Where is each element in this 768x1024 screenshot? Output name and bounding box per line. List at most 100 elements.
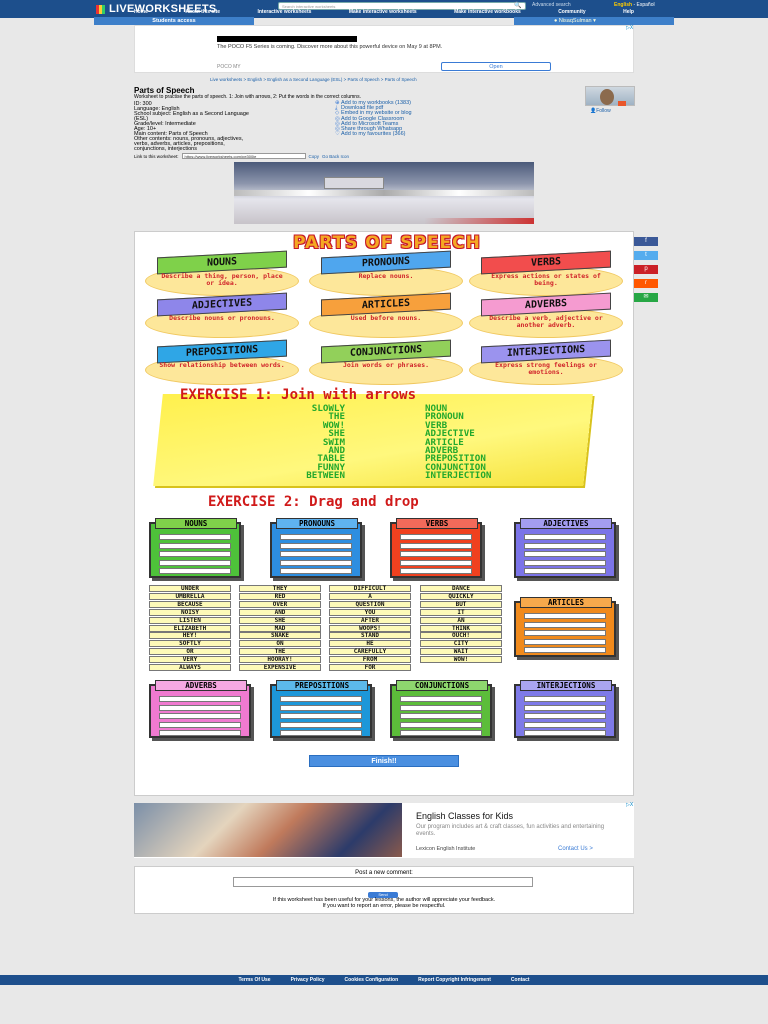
word-tile[interactable]: RED: [239, 592, 321, 600]
drop-slot[interactable]: [400, 704, 482, 711]
drop-slot[interactable]: [280, 559, 352, 566]
drop-slot[interactable]: [400, 730, 482, 736]
word-tile[interactable]: CITY: [420, 640, 502, 648]
match-word[interactable]: AND: [328, 445, 345, 457]
action-plus[interactable]: ⊕Add to my workbooks (1383): [335, 100, 411, 106]
word-tile[interactable]: EXPENSIVE: [239, 664, 321, 671]
breadcrumb[interactable]: Live worksheets > English > English as a…: [210, 77, 417, 82]
finish-button[interactable]: Finish!!: [309, 755, 459, 767]
drop-slot[interactable]: [280, 704, 362, 711]
footer-privacy[interactable]: Privacy Policy: [290, 977, 325, 983]
user-menu[interactable]: ● NisaqSulman ▾: [514, 17, 674, 25]
match-word[interactable]: THE: [328, 411, 345, 423]
nav-about[interactable]: About this site: [185, 9, 221, 15]
lang-english[interactable]: English: [614, 2, 633, 8]
word-tile[interactable]: QUESTION: [329, 600, 411, 608]
match-word[interactable]: ADJECTIVE: [425, 428, 475, 440]
footer-copyright[interactable]: Report Copyright Infringement: [418, 977, 491, 983]
nav-interactive-worksheets[interactable]: Interactive worksheets: [257, 9, 312, 15]
drop-slot[interactable]: [159, 704, 241, 711]
word-tile[interactable]: BECAUSE: [149, 600, 231, 608]
drop-box-articles[interactable]: ARTICLES: [514, 597, 616, 657]
top-advertisement[interactable]: The POCO F5 Series is coming. Discover m…: [134, 25, 634, 73]
drop-slot[interactable]: [159, 551, 231, 557]
drop-box-conjunctions[interactable]: CONJUNCTIONS: [390, 680, 492, 738]
word-tile[interactable]: OR: [149, 648, 231, 656]
follow-button[interactable]: 👤Follow: [590, 108, 611, 114]
word-tile[interactable]: UNDER: [149, 585, 231, 592]
word-tile[interactable]: A: [329, 592, 411, 600]
match-word[interactable]: INTERJECTION: [425, 470, 492, 482]
word-tile[interactable]: LISTEN: [149, 616, 231, 624]
drop-slot[interactable]: [280, 730, 362, 736]
word-tile[interactable]: FOR: [329, 664, 411, 671]
advanced-search-link[interactable]: Advanced search: [532, 2, 571, 8]
drop-slot[interactable]: [400, 721, 482, 728]
word-tile[interactable]: UMBRELLA: [149, 592, 231, 600]
nav-community[interactable]: Community: [558, 9, 586, 15]
word-tile[interactable]: THINK: [420, 624, 502, 632]
lang-spanish[interactable]: Español: [636, 2, 655, 8]
word-tile[interactable]: IT: [420, 608, 502, 616]
word-tile[interactable]: BUT: [420, 600, 502, 608]
drop-slot[interactable]: [524, 551, 606, 557]
drop-box-prepositions[interactable]: PREPOSITIONS: [270, 680, 372, 738]
drop-slot[interactable]: [524, 621, 606, 628]
word-tile[interactable]: ELIZABETH: [149, 624, 231, 632]
ad-contact-button[interactable]: Contact Us >: [558, 846, 593, 852]
drop-slot[interactable]: [280, 568, 352, 574]
pinterest-icon[interactable]: p: [634, 265, 658, 274]
word-tile[interactable]: SOFTLY: [149, 640, 231, 648]
ad-photo[interactable]: [134, 803, 402, 857]
language-switch[interactable]: English - Español: [614, 2, 655, 8]
qr-link[interactable]: Go Back Icon: [322, 153, 350, 159]
drop-slot[interactable]: [159, 542, 231, 549]
author-avatar[interactable]: [585, 86, 635, 106]
word-tile[interactable]: WOW!: [420, 656, 502, 664]
word-tile[interactable]: WAIT: [420, 648, 502, 656]
reddit-icon[interactable]: r: [634, 279, 658, 288]
students-access-button[interactable]: Students access: [94, 17, 254, 25]
drop-slot[interactable]: [524, 613, 606, 619]
drop-slot[interactable]: [159, 559, 231, 566]
drop-slot[interactable]: [280, 551, 352, 557]
word-tile[interactable]: STAND: [329, 632, 411, 640]
search-input[interactable]: Search interactive worksheets: [278, 2, 526, 10]
footer-terms[interactable]: Terms Of Use: [238, 977, 271, 983]
drop-slot[interactable]: [524, 696, 606, 702]
footer-contact[interactable]: Contact: [510, 977, 530, 983]
word-tile[interactable]: ALWAYS: [149, 664, 231, 671]
drop-slot[interactable]: [400, 713, 482, 719]
word-tile[interactable]: AND: [239, 608, 321, 616]
word-tile[interactable]: HOORAY!: [239, 656, 321, 664]
match-word[interactable]: SHE: [328, 428, 345, 440]
nav-make-workbooks[interactable]: Make interactive workbooks: [454, 9, 521, 15]
drop-slot[interactable]: [159, 721, 241, 728]
word-tile[interactable]: AN: [420, 616, 502, 624]
word-tile[interactable]: OVER: [239, 600, 321, 608]
drop-slot[interactable]: [524, 559, 606, 566]
drop-slot[interactable]: [524, 713, 606, 719]
word-tile[interactable]: HE: [329, 640, 411, 648]
match-word[interactable]: WOW!: [322, 419, 345, 431]
word-tile[interactable]: NOISY: [149, 608, 231, 616]
word-tile[interactable]: SHE: [239, 616, 321, 624]
match-word[interactable]: NOUN: [425, 403, 448, 414]
word-tile[interactable]: AFTER: [329, 616, 411, 624]
twitter-icon[interactable]: t: [634, 251, 658, 260]
drop-slot[interactable]: [159, 534, 231, 540]
footer-cookies[interactable]: Cookies Configuration: [344, 977, 399, 983]
match-word[interactable]: CONJUNCTION: [425, 461, 486, 473]
ad-open-button[interactable]: Open: [441, 62, 551, 71]
drop-slot[interactable]: [524, 534, 606, 540]
drop-slot[interactable]: [400, 568, 472, 574]
send-comment-button[interactable]: Send: [368, 892, 398, 898]
nav-make-worksheets[interactable]: Make interactive worksheets: [348, 9, 417, 15]
action-google-classroom[interactable]: ◎Add to Google Classroom: [335, 116, 404, 122]
drop-slot[interactable]: [524, 630, 606, 636]
drop-slot[interactable]: [400, 534, 472, 540]
word-tile[interactable]: THE: [239, 648, 321, 656]
drop-slot[interactable]: [524, 721, 606, 728]
word-tile[interactable]: DIFFICULT: [329, 585, 411, 592]
match-word[interactable]: ARTICLE: [425, 436, 464, 448]
